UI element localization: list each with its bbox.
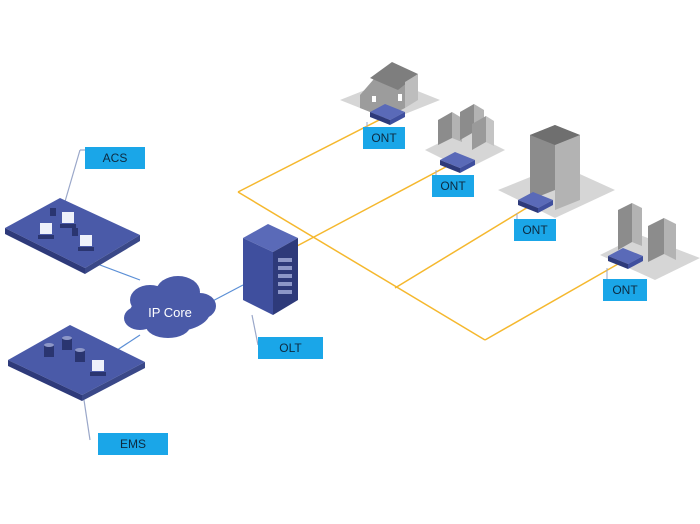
computer-icon — [60, 212, 76, 228]
fiber-lines — [237, 117, 626, 341]
acs-label: ACS — [85, 147, 145, 169]
fiber-to-office — [484, 259, 626, 341]
ont-label-tower: ONT — [514, 219, 556, 241]
database-icon — [75, 348, 85, 362]
office-icon — [600, 203, 700, 280]
ip-core-label: IP Core — [148, 305, 192, 320]
database-icon — [62, 336, 72, 350]
fiber-to-apartments — [296, 161, 456, 247]
ont-device-icon — [440, 152, 475, 173]
ont-label-house: ONT — [363, 127, 405, 149]
olt-label: OLT — [258, 337, 323, 359]
callout-acs — [63, 149, 81, 206]
ont-device-icon — [370, 104, 405, 125]
database-icon — [44, 343, 54, 357]
computer-icon — [78, 235, 94, 251]
ems-platform — [8, 325, 145, 401]
cloud-icon — [124, 276, 216, 338]
ems-label: EMS — [98, 433, 168, 455]
computer-icon — [38, 223, 54, 239]
ont-label-office: ONT — [603, 279, 647, 301]
ont-device-icon — [608, 248, 643, 269]
ont-label-apartments: ONT — [432, 175, 474, 197]
callout-olt — [251, 314, 259, 346]
olt-rack-icon — [243, 224, 298, 315]
tower-icon — [498, 125, 615, 218]
callout-ems — [83, 399, 91, 441]
ont-device-icon — [518, 192, 553, 213]
fiber-to-house — [237, 117, 384, 193]
acs-platform — [5, 198, 140, 274]
fiber-to-tower — [394, 203, 534, 289]
fiber-main-trunk — [237, 191, 486, 341]
house-icon — [340, 62, 440, 120]
computer-icon — [90, 360, 106, 376]
